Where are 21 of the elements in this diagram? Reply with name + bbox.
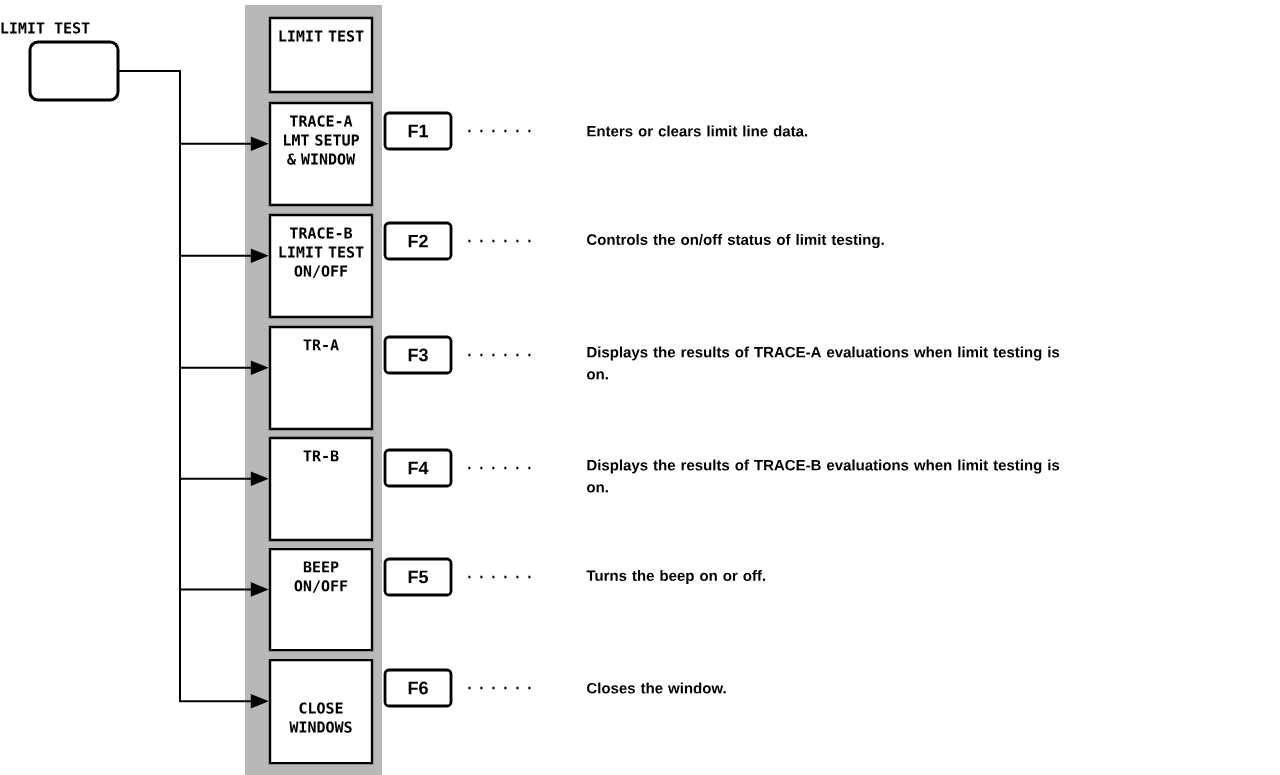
softkey-box: CLOSE WINDOWS xyxy=(268,658,374,765)
description: Controls the on/off status of limit testing. xyxy=(587,234,884,248)
description: Displays the results of TRACE-A evaluations when limit testing is on. xyxy=(587,346,1060,380)
softkey-box: BEEP ON/OFF xyxy=(268,547,374,652)
description: Displays the results of TRACE-B evaluations when limit testing is on. xyxy=(587,459,1060,493)
hard-key: LIMIT TEST xyxy=(1,22,120,102)
function-key: F6 xyxy=(383,668,453,708)
softkey-box: TRACE-B LIMIT TEST ON/OFF xyxy=(268,213,374,319)
description: Closes the window. xyxy=(587,682,726,694)
function-key: F3 xyxy=(383,335,453,375)
node-label: LIMIT TEST xyxy=(1,22,90,34)
function-key: F1 xyxy=(383,111,453,151)
softkey-box: TR-B xyxy=(268,436,374,542)
softkey-box: LIMIT TEST xyxy=(268,16,374,94)
softkey-box: TR-A xyxy=(268,325,374,431)
softkey-box: TRACE-A LMT SETUP & WINDOW xyxy=(268,101,374,207)
description: Turns the beep on or off. xyxy=(586,570,766,584)
function-key: F4 xyxy=(383,448,453,488)
function-key: F2 xyxy=(383,221,453,261)
description: Enters or clears limit line data. xyxy=(587,125,808,137)
function-key: F5 xyxy=(383,557,453,597)
